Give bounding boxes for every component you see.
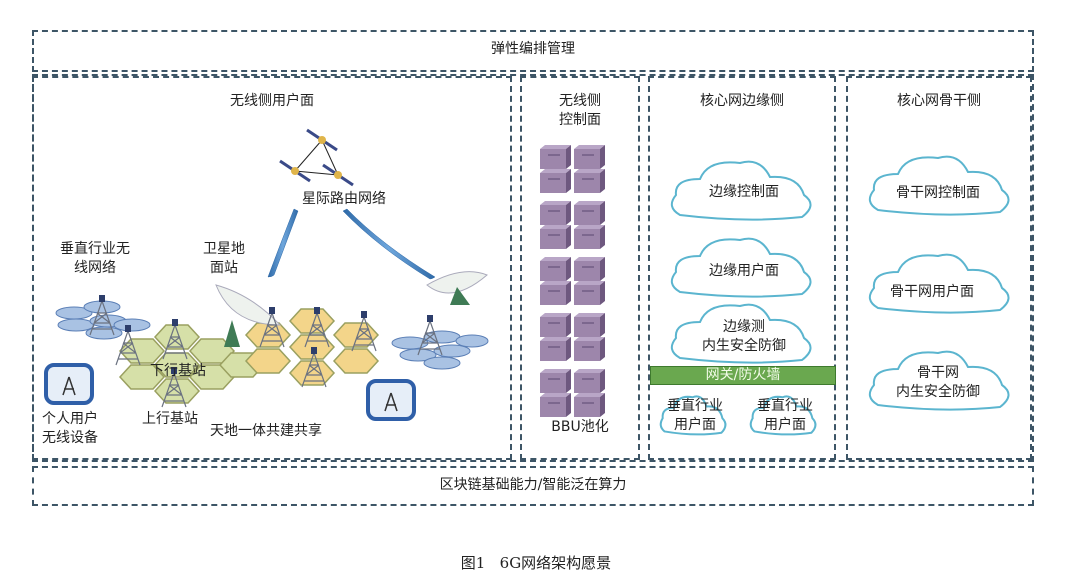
- satellite-constellation: [279, 128, 354, 187]
- bbu-server-icon: [574, 225, 605, 249]
- satellite-icon: [306, 128, 338, 152]
- bbu-server-icon: [574, 369, 605, 393]
- satellite-dish-icon-left: [215, 284, 282, 347]
- gateway-firewall-bar: [650, 366, 836, 385]
- cloud-icon: [868, 155, 1010, 216]
- uplink-base-station-label: 上行基站: [142, 411, 198, 427]
- wireless-device-icon-right: [366, 379, 416, 421]
- bbu-server-icon: [540, 369, 571, 393]
- panel-wireless-control-plane: [520, 76, 640, 460]
- edge-control-plane-label: 边缘控制面: [709, 184, 779, 200]
- cloud-icon: [670, 237, 812, 298]
- figure-title: 6G网络架构愿景: [499, 554, 612, 572]
- bbu-server-icon: [574, 313, 605, 337]
- bbu-server-icon: [540, 169, 571, 193]
- wireless-device-icon-left: [44, 363, 94, 405]
- elastic-orchestration-bar: [32, 30, 1034, 72]
- panel-core-edge: [648, 76, 836, 460]
- edge-security-label: 边缘测 内生安全防御: [702, 319, 786, 354]
- satellite-icon: [322, 163, 354, 187]
- panel-wireless-user-plane: [32, 76, 512, 460]
- bbu-server-icon: [540, 393, 571, 417]
- bbu-server-icon: [540, 257, 571, 281]
- panel-core-backbone: [846, 76, 1032, 460]
- downlink-beam-right: [342, 208, 436, 280]
- cloud-icon: [670, 303, 812, 364]
- elastic-orchestration-label: 弹性编排管理: [491, 41, 575, 57]
- backbone-cloud-user: [868, 253, 1010, 314]
- backbone-control-plane-label: 骨干网控制面: [896, 185, 980, 201]
- figure-number: 图1: [460, 554, 486, 572]
- bbu-server-icon: [574, 169, 605, 193]
- vertical-user-plane-label-1: 垂直行业 用户面: [667, 398, 723, 433]
- gateway-firewall-label: 网关/防火墙: [705, 367, 781, 383]
- bbu-server-icon: [574, 257, 605, 281]
- bbu-server-icon: [574, 281, 605, 305]
- downlink-base-station-label: 下行基站: [150, 363, 206, 379]
- cloud-icon: [670, 160, 812, 221]
- backbone-cloud-security: [868, 350, 1010, 411]
- interstellar-routing-label: 星际路由网络: [302, 191, 386, 207]
- blockchain-compute-label: 区块链基础能力/智能泛在算力: [439, 477, 627, 493]
- edge-user-plane-label: 边缘用户面: [709, 263, 779, 279]
- figure-caption: 图1 6G网络架构愿景: [0, 552, 1072, 573]
- panel-core-backbone-title: 核心网骨干侧: [897, 93, 981, 109]
- satellite-icon: [279, 159, 311, 183]
- space-ground-integration-label: 天地一体共建共享: [210, 423, 322, 439]
- bbu-pool: [540, 145, 605, 417]
- cloud-icon: [868, 350, 1010, 411]
- panel-core-edge-title: 核心网边缘侧: [700, 93, 784, 109]
- edge-cloud-security: [670, 303, 812, 364]
- bbu-server-icon: [540, 145, 571, 169]
- panel-wireless-control-plane-title: 无线侧 控制面: [559, 93, 601, 128]
- bbu-server-icon: [540, 313, 571, 337]
- bbu-server-icon: [574, 393, 605, 417]
- vertical-cloud-1: [659, 395, 727, 436]
- hex-cluster-blue-left: [55, 300, 151, 340]
- backbone-cloud-control: [868, 155, 1010, 216]
- cloud-icon: [749, 395, 817, 436]
- bbu-server-icon: [540, 201, 571, 225]
- bbu-server-icon: [574, 201, 605, 225]
- personal-device-label: 个人用户 无线设备: [42, 411, 98, 446]
- vertical-user-plane-label-2: 垂直行业 用户面: [757, 398, 813, 433]
- backbone-user-plane-label: 骨干网用户面: [890, 284, 974, 300]
- bbu-pool-label: BBU池化: [551, 419, 609, 435]
- downlink-beam-left: [267, 208, 299, 278]
- cloud-icon: [659, 395, 727, 436]
- cloud-icon: [868, 253, 1010, 314]
- edge-cloud-control: [670, 160, 812, 221]
- bbu-server-icon: [540, 225, 571, 249]
- backbone-security-label: 骨干网 内生安全防御: [896, 365, 980, 400]
- bbu-server-icon: [574, 337, 605, 361]
- satellite-ground-station-label: 卫星地 面站: [203, 241, 245, 276]
- vertical-cloud-2: [749, 395, 817, 436]
- wireless-illustration: [44, 128, 489, 421]
- bbu-server-icon: [540, 281, 571, 305]
- blockchain-compute-bar: [32, 466, 1034, 506]
- panel-wireless-user-plane-title: 无线侧用户面: [230, 93, 314, 109]
- edge-cloud-user: [670, 237, 812, 298]
- bbu-server-icon: [540, 337, 571, 361]
- bbu-server-icon: [574, 145, 605, 169]
- vertical-wireless-label: 垂直行业无 线网络: [60, 241, 130, 276]
- satellite-dish-icon-right: [426, 271, 488, 305]
